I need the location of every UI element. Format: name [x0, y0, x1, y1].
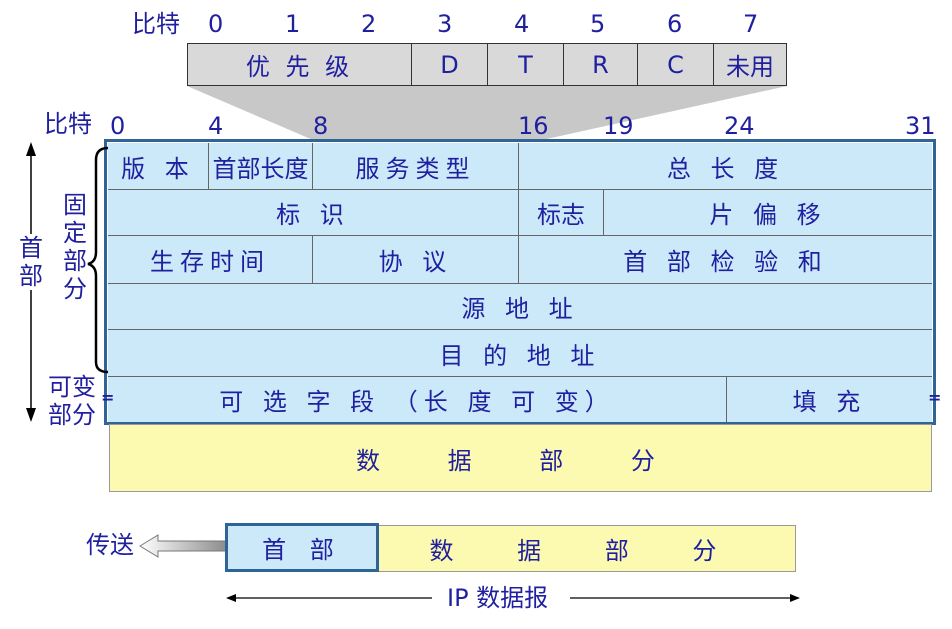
options-right-marker: =: [928, 388, 942, 407]
tos-c: C: [638, 43, 714, 86]
tos-bit-title: 比特: [132, 10, 180, 38]
ip-datagram-label: IP 数据报: [447, 584, 549, 612]
variable-part-label: 可变部分: [48, 373, 96, 429]
header-bit-16: 16: [518, 112, 549, 140]
field-fragment-offset: 片 偏 移: [604, 190, 932, 236]
tos-t: T: [488, 43, 564, 86]
tos-bit-6: 6: [667, 10, 683, 38]
field-version: 版 本: [108, 143, 209, 190]
header-bit-4: 4: [208, 112, 224, 140]
header-bit-8: 8: [313, 112, 329, 140]
tos-bit-3: 3: [437, 10, 453, 38]
header-bit-title: 比特: [44, 110, 92, 138]
field-total-length: 总 长 度: [519, 143, 932, 190]
tos-bit-7: 7: [743, 10, 759, 38]
tos-bit-1: 1: [285, 10, 301, 38]
field-padding: 填 充: [727, 377, 932, 422]
header-bit-0: 0: [110, 112, 126, 140]
fixed-part-label: 固定部分: [63, 191, 87, 303]
header-side-label: 首部: [17, 234, 45, 290]
datagram-data-box: 数 据 部 分: [379, 525, 796, 572]
header-bit-31: 31: [905, 112, 936, 140]
tos-priority: 优 先 级: [187, 43, 412, 86]
header-bit-19: 19: [603, 112, 634, 140]
tos-bit-0: 0: [208, 10, 224, 38]
options-left-marker: =: [101, 388, 115, 407]
field-options: 可 选 字 段 （长 度 可 变）: [108, 377, 727, 422]
field-ttl: 生存时间: [108, 236, 313, 284]
field-protocol: 协 议: [313, 236, 519, 284]
header-bit-24: 24: [724, 112, 755, 140]
tos-bit-2: 2: [361, 10, 377, 38]
field-destination-address: 目 的 地 址: [108, 330, 932, 377]
datagram-header-box: 首 部: [225, 523, 379, 572]
tos-unused: 未用: [714, 43, 787, 86]
field-type-of-service: 服务类型: [313, 143, 519, 190]
send-label: 传送: [86, 531, 134, 559]
data-part: 数 据 部 分: [109, 424, 932, 492]
field-flags: 标志: [519, 190, 604, 236]
header-frame: [104, 139, 936, 425]
tos-bit-5: 5: [590, 10, 606, 38]
tos-r: R: [564, 43, 638, 86]
tos-bit-4: 4: [514, 10, 530, 38]
field-header-length: 首部长度: [209, 143, 313, 190]
tos-d: D: [412, 43, 488, 86]
field-header-checksum: 首 部 检 验 和: [519, 236, 932, 284]
field-identification: 标 识: [108, 190, 519, 236]
field-source-address: 源 地 址: [108, 284, 932, 330]
